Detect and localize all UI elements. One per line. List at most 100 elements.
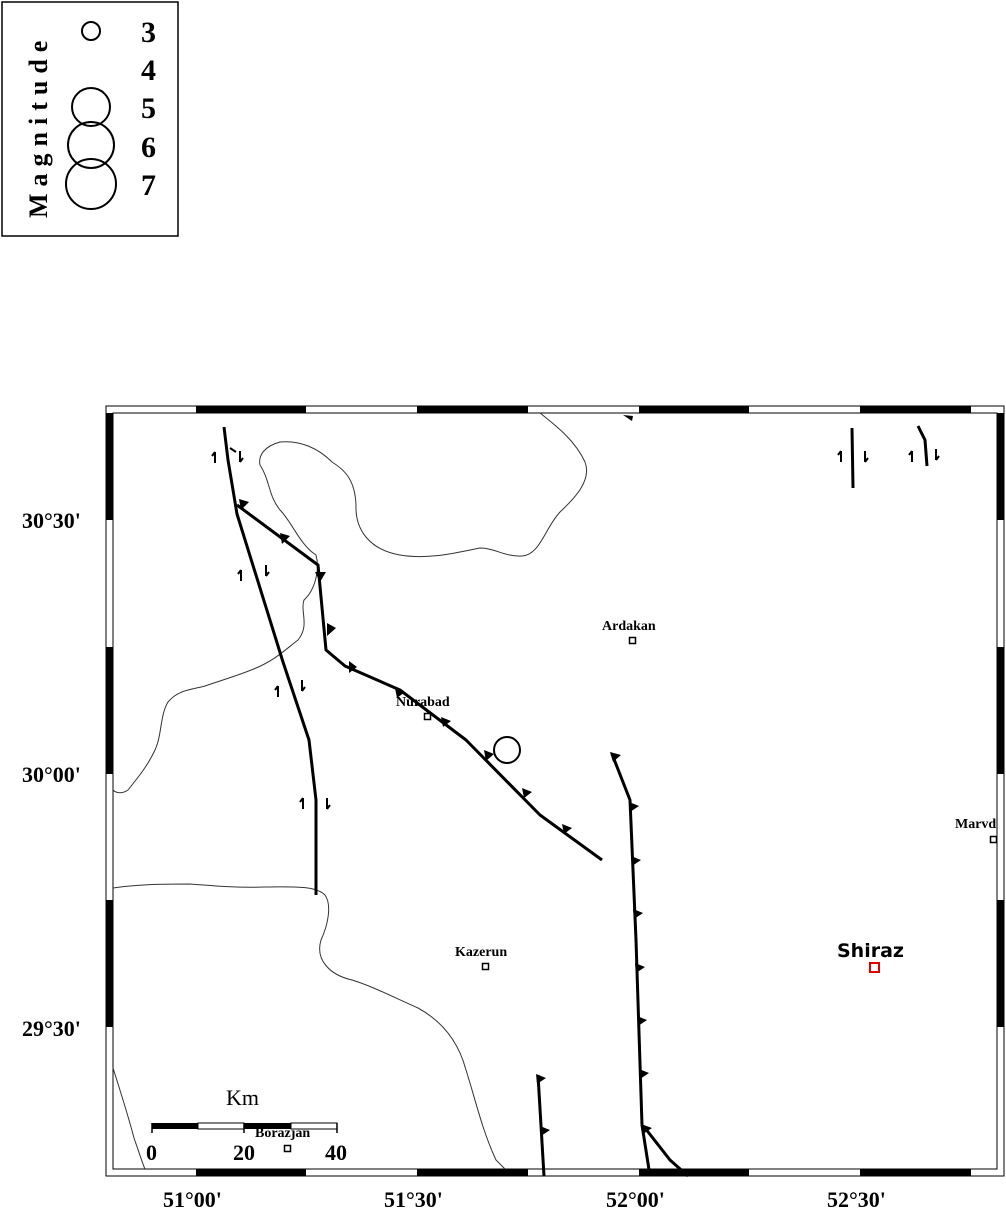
lon-tick-label: 52°00' (606, 1187, 665, 1212)
legend-label-5: 5 (141, 92, 156, 125)
thrust-tooth (484, 750, 494, 761)
thrust-tooth (315, 572, 326, 582)
scale-bar: Km 0 20 40 (146, 1085, 347, 1165)
fault-south (536, 1074, 546, 1177)
lon-tick-label: 51°00' (163, 1187, 222, 1212)
province-boundaries (112, 412, 587, 1170)
frame-outer (105, 405, 1005, 1177)
thrust-tooth (641, 1124, 652, 1134)
strike-slip-symbols (211, 447, 940, 810)
frame-segment (997, 413, 1004, 520)
frame-inner (112, 412, 998, 1170)
magnitude-7-circle-icon (65, 158, 117, 210)
strike-slip-arrow (301, 680, 306, 692)
fault-central (610, 753, 652, 1177)
thrust-tooth (522, 788, 532, 798)
city-marker-marvdasht (989, 835, 998, 844)
city-label-kazerun: Kazerun (455, 945, 507, 960)
thrust-tooth (395, 688, 405, 698)
frame-segment (860, 406, 971, 413)
frame-segment (196, 1169, 306, 1176)
lon-tick-label: 52°30' (827, 1187, 886, 1212)
frame-segment (196, 406, 306, 413)
strike-slip-arrow (239, 451, 244, 463)
thrust-tooth (562, 824, 572, 834)
city-label-marvdasht: Marvd (955, 817, 996, 832)
lon-tick-label: 51°30' (384, 1187, 443, 1212)
frame-segment (106, 647, 113, 774)
scale-bar-segment (152, 1123, 198, 1129)
strike-slip-arrow (265, 565, 270, 577)
frame-segment (417, 406, 528, 413)
legend-label-3: 3 (141, 16, 156, 49)
city-marker-shiraz (869, 962, 880, 973)
frame-segment (639, 406, 749, 413)
map-frame (105, 405, 1005, 1177)
strike-slip-arrow (211, 451, 216, 463)
city-marker-ardakan (628, 636, 637, 645)
magnitude-legend: Magnitude 3 4 5 6 7 (1, 1, 179, 237)
boundary-line-south (112, 883, 506, 1170)
legend-title: Magnitude (24, 34, 53, 218)
magnitude-5-circle-icon (71, 87, 111, 127)
thrust-tooth (635, 963, 645, 973)
lat-tick-label: 30°00' (22, 762, 81, 787)
thrust-tooth (639, 1069, 649, 1079)
thrust-tooth (239, 499, 249, 510)
thrust-tooth (629, 802, 639, 812)
frame-segment (997, 900, 1004, 1027)
frame-segment (860, 1169, 971, 1176)
frame-segment (106, 413, 113, 520)
frame-segment (106, 900, 113, 1027)
thrust-tooth (280, 533, 290, 544)
legend-box (1, 1, 179, 237)
strike-slip-arrow (935, 449, 940, 461)
frame-segment (997, 647, 1004, 774)
thrust-tooth (540, 1126, 550, 1136)
thrust-tooth (631, 856, 641, 866)
city-label-nurabad: Nurabad (396, 695, 450, 710)
thrust-tooth (536, 1074, 546, 1084)
thrust-tooth (633, 909, 643, 919)
strike-slip-arrow (237, 569, 242, 581)
fault-northeast-2 (916, 425, 929, 467)
thrust-tooth (623, 415, 633, 421)
city-label-shiraz: Shiraz (837, 940, 904, 962)
scale-bar-label-40: 40 (325, 1140, 347, 1165)
legend-label-6: 6 (141, 131, 156, 164)
city-markers: Ardakan Nurabad Kazerun Marvd Shiraz Bor… (255, 619, 998, 1153)
city-label-borazjan: Borazjan (255, 1126, 310, 1141)
frame-segment (639, 1169, 749, 1176)
scale-bar-label-0: 0 (146, 1140, 157, 1165)
scale-bar-title: Km (226, 1085, 259, 1110)
earthquake-epicenter-circle-icon (493, 736, 521, 764)
frame-segment (417, 1169, 528, 1176)
city-marker-nurabad (423, 712, 432, 721)
fault-kazerun-west (222, 426, 318, 895)
strike-slip-arrow (274, 685, 279, 697)
strike-slip-arrow (864, 451, 869, 463)
fault-northeast-1 (850, 427, 855, 489)
city-marker-borazjan (283, 1144, 292, 1153)
scale-bar-segment (244, 1123, 291, 1129)
legend-label-7: 7 (141, 169, 156, 202)
strike-slip-arrow (837, 450, 842, 462)
legend-label-4: 4 (141, 54, 156, 87)
lat-tick-label: 30°30' (22, 508, 81, 533)
scale-bar-label-20: 20 (233, 1140, 255, 1165)
thrust-tooth (327, 623, 336, 636)
magnitude-6-circle-icon (67, 121, 115, 169)
strike-slip-arrow (229, 447, 237, 453)
thrust-tooth (637, 1016, 647, 1026)
thrust-tooth (349, 661, 357, 673)
strike-slip-arrow (299, 797, 304, 809)
city-label-ardakan: Ardakan (602, 619, 656, 634)
scale-bar-segment (290, 1122, 338, 1130)
fault-southeast-branch (643, 1127, 689, 1178)
thrust-tooth (441, 717, 451, 727)
graticule-labels: 51°00' 51°30' 52°00' 52°30' 30°30' 30°00… (22, 508, 886, 1212)
thrust-teeth (239, 415, 652, 1136)
lat-tick-label: 29°30' (22, 1016, 81, 1041)
magnitude-3-circle-icon (81, 21, 101, 41)
